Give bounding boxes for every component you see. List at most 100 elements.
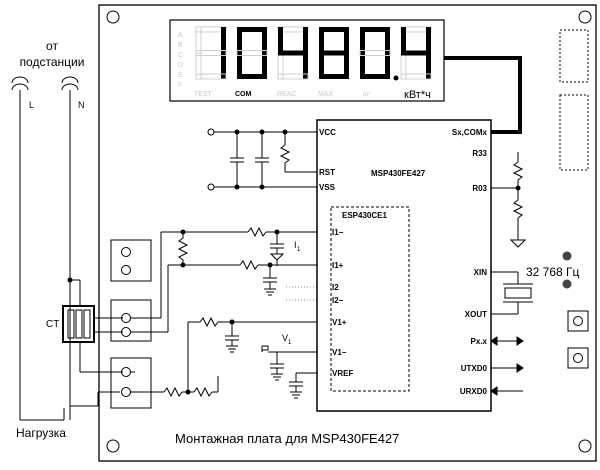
lcd-segment-g (236, 50, 268, 56)
svg-text:C: C (178, 52, 183, 59)
svg-text:E: E (178, 72, 183, 79)
lcd-decimal-point (393, 75, 399, 81)
lcd-segment-e (360, 53, 365, 79)
lcd-segment-f (195, 26, 202, 54)
mounting-hole-tl (106, 10, 120, 24)
lcd-digits (195, 26, 432, 80)
lcd-segment-d (360, 74, 390, 79)
esp-name: ESP430CE1 (342, 211, 387, 220)
lcd-segment-b (344, 27, 349, 53)
lcd-segment-f (401, 27, 406, 53)
r03-ladder (491, 152, 527, 248)
lcd-label-test: TEST (194, 91, 213, 98)
lcd-bus (444, 56, 522, 134)
terminal-block-3 (110, 357, 152, 409)
pin-r03: R03 (472, 184, 487, 193)
node-pwr-4 (234, 184, 240, 190)
lcd-segment-a (319, 27, 349, 32)
load-label: Нагрузка (16, 426, 66, 440)
mounting-hole-bl (106, 439, 120, 453)
node-r03 (515, 185, 521, 191)
pin-vss: VSS (319, 183, 336, 192)
node-pwr-2 (259, 129, 265, 135)
crystal-label: 32 768 Гц (526, 265, 580, 279)
lcd-segment-f (237, 27, 242, 53)
i1-minus-path (183, 226, 329, 266)
source-label-line1: от (46, 39, 58, 53)
v1-label: V (282, 333, 288, 343)
node-pwr-5 (259, 184, 265, 190)
lcd-segment-g (319, 50, 349, 56)
svg-text:D: D (178, 62, 183, 69)
button-1[interactable] (567, 310, 589, 332)
lcd-segment-c (385, 53, 390, 79)
node-pwr-1 (234, 129, 240, 135)
pin-pxx: Px.x (471, 337, 488, 346)
lcd-segment-c (262, 53, 267, 79)
terminal-block-1 (110, 239, 152, 282)
board-outline (98, 4, 597, 462)
mounting-hole-br (578, 439, 592, 453)
mcu-chip (316, 119, 492, 412)
lcd-digit (236, 27, 268, 79)
lcd-digit (195, 26, 227, 80)
led-top (562, 251, 572, 261)
lcd-segment-b (221, 27, 226, 53)
i1-label-sub: 1 (297, 247, 301, 253)
lcd-segment-b (262, 27, 267, 53)
lcd-segment-a (237, 27, 267, 32)
lcd-segment-c (344, 53, 349, 79)
lcd-segment-e (237, 53, 242, 79)
pin-rst: RST (319, 168, 335, 177)
lcd-segment-d (319, 74, 349, 79)
line-n-label: N (78, 100, 85, 110)
lcd-digit (400, 26, 432, 80)
pin-urxd0: URXD0 (460, 387, 488, 396)
esp-module (330, 206, 410, 392)
i1-plus-path (183, 259, 329, 296)
burden-resistor (177, 232, 189, 265)
node-pwr-3 (282, 129, 288, 135)
svg-text:F: F (178, 82, 182, 89)
button-2[interactable] (567, 347, 589, 369)
lcd-unit: кВт*ч (404, 89, 431, 101)
pin-i1-minus: I1− (332, 228, 344, 237)
lcd-segment-g (401, 50, 431, 56)
lcd-segment-d (237, 74, 267, 79)
board-caption: Монтажная плата для MSP430FE427 (175, 431, 399, 446)
node-v1p (229, 319, 235, 325)
edge-connector-mid (559, 94, 589, 171)
lcd-segment-f (360, 27, 365, 53)
power-supply (207, 128, 318, 191)
crystal (491, 271, 533, 315)
lcd-digit (359, 27, 391, 79)
edge-connector-top (559, 29, 589, 83)
lcd-digit (319, 27, 349, 79)
vref-path (289, 372, 329, 399)
lcd-label-max: MAX (318, 91, 334, 98)
line-l-label: L (29, 100, 34, 110)
terminal-block-2 (110, 299, 152, 342)
pin-xout: XOUT (465, 310, 487, 319)
lcd-label-com: COM (235, 91, 252, 98)
voltage-divider (163, 376, 219, 398)
pin-v1-plus: V1+ (332, 318, 347, 327)
lcd-segment-g (359, 50, 391, 56)
lcd-label-rp: RP (363, 92, 371, 98)
wiring-left (70, 279, 123, 373)
pin-i2: I2 (332, 283, 339, 292)
lcd-segment-f (319, 27, 324, 53)
mounting-hole-tr (578, 10, 592, 24)
lcd-segment-c (303, 53, 308, 79)
pin-i1-plus: I1+ (332, 261, 344, 270)
node-i1m (274, 229, 280, 235)
pin-i2-minus: I2− (332, 296, 344, 305)
lcd-segment-f (278, 27, 283, 53)
i1-label: I (294, 240, 297, 250)
lcd-segment-b (426, 27, 431, 53)
pin-vcc: VCC (319, 128, 336, 137)
pin-v1-minus: V1− (332, 348, 347, 357)
pin-sx-com: Sx,COMx (452, 128, 488, 137)
current-transformer (62, 305, 95, 343)
load-connection (19, 406, 71, 421)
